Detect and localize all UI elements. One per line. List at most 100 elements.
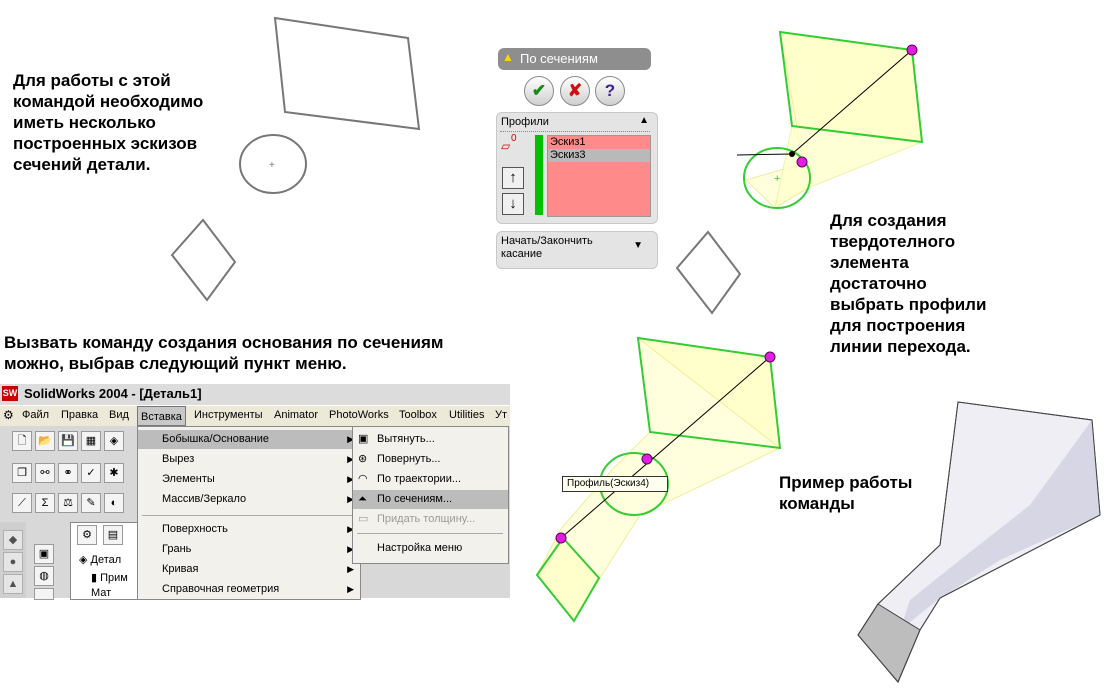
sketch-circle [239,134,307,194]
save-icon[interactable]: 💾 [58,431,78,451]
list-item-selected[interactable]: Эскиз3 [548,149,650,162]
submenu-item-thicken[interactable]: ▭Придать толщину... [353,510,508,529]
profile-point [555,532,567,544]
part-icon: ◈ [79,554,91,566]
menu-utilities[interactable]: Utilities [449,409,485,421]
profile-count: 0 [511,133,517,144]
list-item[interactable]: Эскиз1 [550,136,586,148]
sweep-icon: ◠ [358,473,368,485]
divider [500,131,650,132]
submenu-item-revolve[interactable]: ⊛Повернуть... [353,450,508,469]
menu-item-pattern-mirror[interactable]: Массив/Зеркало▶ [138,490,360,509]
submenu-item-customize[interactable]: Настройка меню [377,542,463,554]
assembly-icon[interactable]: ⚭ [58,463,78,483]
submenu-item-extrude[interactable]: ▣Вытянуть... [353,430,508,449]
move-up-button[interactable]: ↑ [502,167,524,189]
example-text: Пример работы команды [779,473,913,513]
submenu-arrow-icon: ▶ [347,494,354,504]
menu-file[interactable]: Файл [22,409,50,421]
property-tab-icon[interactable]: ▤ [103,525,123,545]
menu-toolbox[interactable]: Toolbox [399,409,437,421]
profile-point [641,453,653,465]
feature-tool-icon[interactable]: ◆ [3,530,23,550]
ok-button[interactable]: ✔ [524,76,554,106]
submenu-arrow-icon: ▶ [347,474,354,484]
sketch-icon[interactable]: ⟋ [12,493,32,513]
profiles-hint-text: Для создания твердотелного элемента дост… [830,211,987,356]
intro-text: Для работы с этой командой необходимо им… [13,71,204,174]
menu-item-face[interactable]: Грань▶ [138,540,360,559]
menu-more[interactable]: Ут [495,409,508,421]
open-icon[interactable]: 📂 [35,431,55,451]
loft-preview-top: + [736,30,924,210]
mate-icon[interactable]: ⚯ [35,463,55,483]
insert-menu: Бобышка/Основание▶ Вырез▶ Элементы▶ Масс… [137,426,361,600]
loft-icon: ▲ [502,50,514,64]
menu-item-reference-geometry[interactable]: Справочная геометрия▶ [138,580,360,599]
copy-icon[interactable]: ❐ [12,463,32,483]
sketch-rhombus-left [170,218,237,302]
submenu-item-loft[interactable]: ⏶По сечениям... [353,490,508,509]
light-icon[interactable]: ✱ [104,463,124,483]
submenu-arrow-icon: ▶ [347,454,354,464]
menu-item-curve[interactable]: Кривая▶ [138,560,360,579]
menu-hint-text: Вызвать команду создания основания по се… [4,333,444,373]
print-icon[interactable]: ▦ [81,431,101,451]
menu-separator [142,515,354,516]
menu-item-surface[interactable]: Поверхность▶ [138,520,360,539]
tree-item[interactable]: Мат [91,587,112,597]
tree-item[interactable]: ▮ Прим [91,572,128,584]
check-icon[interactable]: ✓ [81,463,101,483]
menu-item-boss-base[interactable]: Бобышка/Основание▶ [138,430,360,449]
start-end-tangency-panel[interactable]: Начать/Закончить касание ▼ [496,231,658,269]
menu-animator[interactable]: Animator [274,409,319,421]
note-icon[interactable]: ✎ [81,493,101,513]
menu-item-cut[interactable]: Вырез▶ [138,450,360,469]
profile-tooltip: Профиль(Эскиз4) [562,476,668,492]
menu-photoworks[interactable]: PhotoWorks [329,409,389,421]
feature-tool-icon[interactable]: ▲ [3,574,23,594]
tree-item[interactable]: ◈ Детал [79,554,122,566]
thicken-icon: ▭ [358,513,369,525]
feature-tool-icon[interactable]: ● [3,552,23,572]
sketch-quadrilateral [273,16,421,131]
menu-view[interactable]: Вид [109,409,129,421]
revolve-icon: ⊛ [358,453,368,465]
feature-tree: ⚙ ▤ ◈ Детал ▮ Прим Мат [70,522,140,600]
menu-edit[interactable]: Правка [61,409,99,421]
menu-item-features[interactable]: Элементы▶ [138,470,360,489]
sum-icon[interactable]: Σ [35,493,55,513]
profile-point [764,351,776,363]
appearance-icon[interactable]: ◐ [104,493,124,513]
arrow-down-icon: ↓ [509,195,517,212]
chevron-down-icon[interactable]: ▼ [633,240,643,251]
profiles-list[interactable]: Эскиз1 Эскиз3 [547,135,651,217]
menu-separator [357,533,503,534]
question-icon: ? [604,81,616,100]
submenu-arrow-icon: ▶ [347,524,354,534]
pm-title-label: По сечениям [520,51,598,66]
tool-icon[interactable] [34,588,54,600]
app-menu-icon[interactable]: ⚙ [3,408,14,422]
extrude-tool-icon[interactable]: ▣ [34,544,54,564]
rebuild-icon[interactable]: ◈ [104,431,124,451]
menu-tools[interactable]: Инструменты [194,409,263,421]
profiles-label: Профили [501,116,549,128]
solidworks-logo-icon: SW [2,386,18,401]
tree-tab-icon[interactable]: ⚙ [77,525,97,545]
new-doc-icon[interactable]: 🗋 [12,431,32,451]
checkmark-icon: ✔ [531,81,547,100]
cancel-button[interactable]: ✘ [560,76,590,106]
menubar: ⚙ Файл Правка Вид Вставка Инструменты An… [0,406,510,426]
profile-point [796,156,808,168]
annotation-icon: ▮ [91,572,101,584]
collapse-icon[interactable]: ▲ [639,115,649,126]
measure-icon[interactable]: ⚖ [58,493,78,513]
move-down-button[interactable]: ↓ [502,193,524,215]
help-button[interactable]: ? [595,76,625,106]
menu-insert[interactable]: Вставка [137,406,186,426]
submenu-arrow-icon: ▶ [347,584,354,594]
revolve-tool-icon[interactable]: ◍ [34,566,54,586]
submenu-item-sweep[interactable]: ◠По траектории... [353,470,508,489]
start-end-label: Начать/Закончить касание [501,235,593,260]
